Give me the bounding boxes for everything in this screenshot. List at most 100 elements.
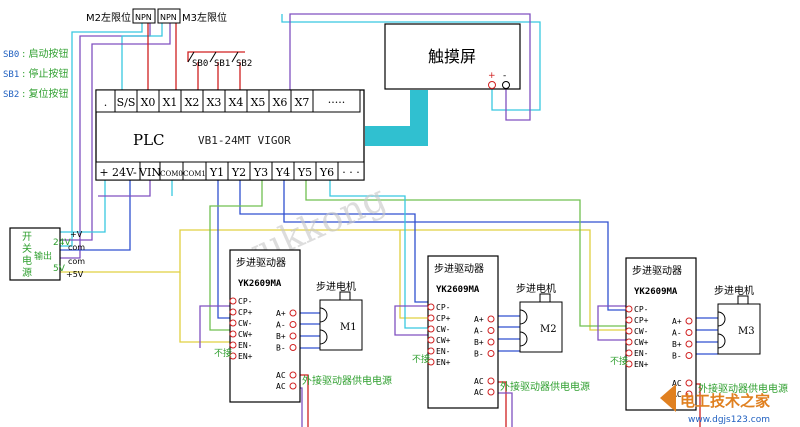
plc-name: PLC: [133, 131, 165, 149]
driver-input-terminal: [625, 327, 633, 335]
switch-sb0-label: SB0: [192, 59, 208, 69]
driver-input-terminal: [625, 338, 633, 346]
m2-npn-sensor: [132, 8, 156, 24]
motor-title: 步进电机: [316, 280, 356, 293]
plc-bottom-terminal-label: Y1: [209, 166, 224, 179]
touchscreen-label: 触摸屏: [428, 47, 476, 66]
motor-name: M1: [340, 322, 357, 333]
switch-sb1-label: SB1: [214, 59, 230, 69]
logo-text: 电工技术之家: [680, 392, 770, 410]
ps-output-label: 输出: [34, 250, 52, 262]
m3-npn-label: NPN: [160, 13, 177, 22]
driver-input-label: EN-: [436, 347, 450, 356]
driver-output-terminal: [289, 309, 297, 317]
ps-com-2: com: [68, 257, 85, 266]
driver-input-label: CP+: [238, 308, 253, 317]
plc-bottom-terminal-label: VIN: [138, 166, 161, 179]
driver-input-label: CW-: [436, 325, 450, 334]
motor-shaft: [737, 295, 749, 305]
driver-input-terminal: [427, 325, 435, 333]
driver-ac-terminal: [487, 377, 495, 385]
touchscreen-plus: +: [488, 71, 496, 81]
driver-input-label: CP-: [436, 303, 450, 312]
driver-input-terminal: [427, 336, 435, 344]
plc-bottom-terminal-label: · · ·: [342, 166, 359, 179]
driver-output-terminal: [487, 350, 495, 357]
plc-top-terminal-label: X7: [295, 96, 310, 109]
wires: [60, 13, 718, 427]
driver-output-label: A-: [672, 329, 682, 338]
ps-com-1: com: [68, 243, 85, 252]
driver-ac-label: AC: [276, 371, 286, 380]
driver-output-label: B+: [474, 338, 484, 347]
motor-name: M2: [540, 324, 557, 335]
driver-title: 步进驱动器: [632, 265, 682, 277]
plc-top-terminal-label: X2: [185, 96, 200, 109]
motor-coil-icon: [519, 309, 528, 347]
ps-plus-5v: +5V: [66, 270, 84, 279]
driver-output-terminal: [487, 338, 495, 346]
motor-body: [519, 301, 563, 353]
plc-bottom-terminal-label: + 24V-: [99, 166, 137, 179]
driver-box: [229, 249, 301, 403]
driver-input-terminal: [625, 316, 633, 324]
driver-input-terminal: [625, 360, 633, 368]
legend-sb0-desc: : 启动按钮: [22, 47, 69, 60]
driver-output-label: B-: [474, 350, 484, 359]
driver-input-label: CP+: [436, 314, 451, 323]
driver-output-terminal: [487, 327, 495, 334]
driver-output-label: A+: [672, 317, 682, 326]
driver-output-terminal: [685, 329, 693, 336]
ps-24v-label: 24V: [53, 238, 71, 248]
driver-output-terminal: [685, 340, 693, 348]
legend-sb1-desc: : 停止按钮: [22, 67, 69, 80]
driver-input-label: CW+: [634, 338, 649, 347]
driver-box: [625, 257, 697, 411]
driver-ac-terminal: [289, 371, 297, 379]
m3-npn-sensor: [157, 8, 181, 24]
driver-input-label: EN+: [238, 352, 253, 361]
plc-top-terminal-label: X3: [207, 96, 222, 109]
driver-ac-label: AC: [474, 377, 484, 386]
plc-bottom-terminal-label: Y2: [231, 166, 246, 179]
driver-input-terminal: [625, 305, 633, 313]
driver-input-label: EN-: [238, 341, 252, 350]
driver-ac-label: AC: [672, 390, 682, 399]
driver-input-terminal: [229, 319, 237, 327]
buttons-legend: SB0 : 启动按钮 SB1 : 停止按钮 SB2 : 复位按钮: [3, 47, 69, 100]
driver-input-label: CW-: [238, 319, 252, 328]
stepper-drivers: 步进驱动器 YK2609MA CP- CP+ CW- CW+ EN- EN+ A+ A- B+ B- A…: [214, 249, 788, 411]
plc-model: VB1-24MT VIGOR: [198, 134, 291, 147]
driver-input-label: CW+: [436, 336, 451, 345]
driver-title: 步进驱动器: [236, 257, 286, 269]
driver-unconnected-note: 不接: [214, 347, 232, 359]
motor-shaft: [339, 291, 351, 301]
driver-input-terminal: [229, 341, 237, 349]
driver-output-terminal: [685, 352, 693, 359]
driver-ac-label: AC: [672, 379, 682, 388]
driver-power-note: 外接驱动器供电电源: [302, 374, 392, 387]
driver-ac-terminal: [289, 382, 297, 390]
driver-model: YK2609MA: [634, 287, 678, 297]
push-switches: [187, 51, 239, 63]
legend-sb2-code: SB2: [3, 90, 19, 100]
driver-1: 步进驱动器YK2609MACP-CP+CW-CW+EN-EN+A+A-B+B-A…: [214, 249, 392, 403]
m3-limit-label: M3左限位: [182, 11, 227, 24]
driver-box: [427, 255, 499, 409]
driver-input-label: CW+: [238, 330, 253, 339]
plc-top-terminal-label: X0: [141, 96, 156, 109]
driver-ac-terminal: [685, 379, 693, 387]
driver-output-terminal: [289, 321, 297, 328]
logo-icon: [660, 384, 676, 412]
driver-input-label: EN+: [436, 358, 451, 367]
driver-input-terminal: [625, 349, 633, 357]
driver-input-terminal: [229, 297, 237, 305]
site-logo: 电工技术之家 www.dgjs123.com: [660, 384, 770, 425]
driver-power-note: 外接驱动器供电电源: [500, 380, 590, 393]
plc-top-terminal-label: X4: [229, 96, 244, 109]
driver-input-terminal: [427, 358, 435, 366]
driver-ac-label: AC: [276, 382, 286, 391]
motor-body: [319, 299, 363, 351]
